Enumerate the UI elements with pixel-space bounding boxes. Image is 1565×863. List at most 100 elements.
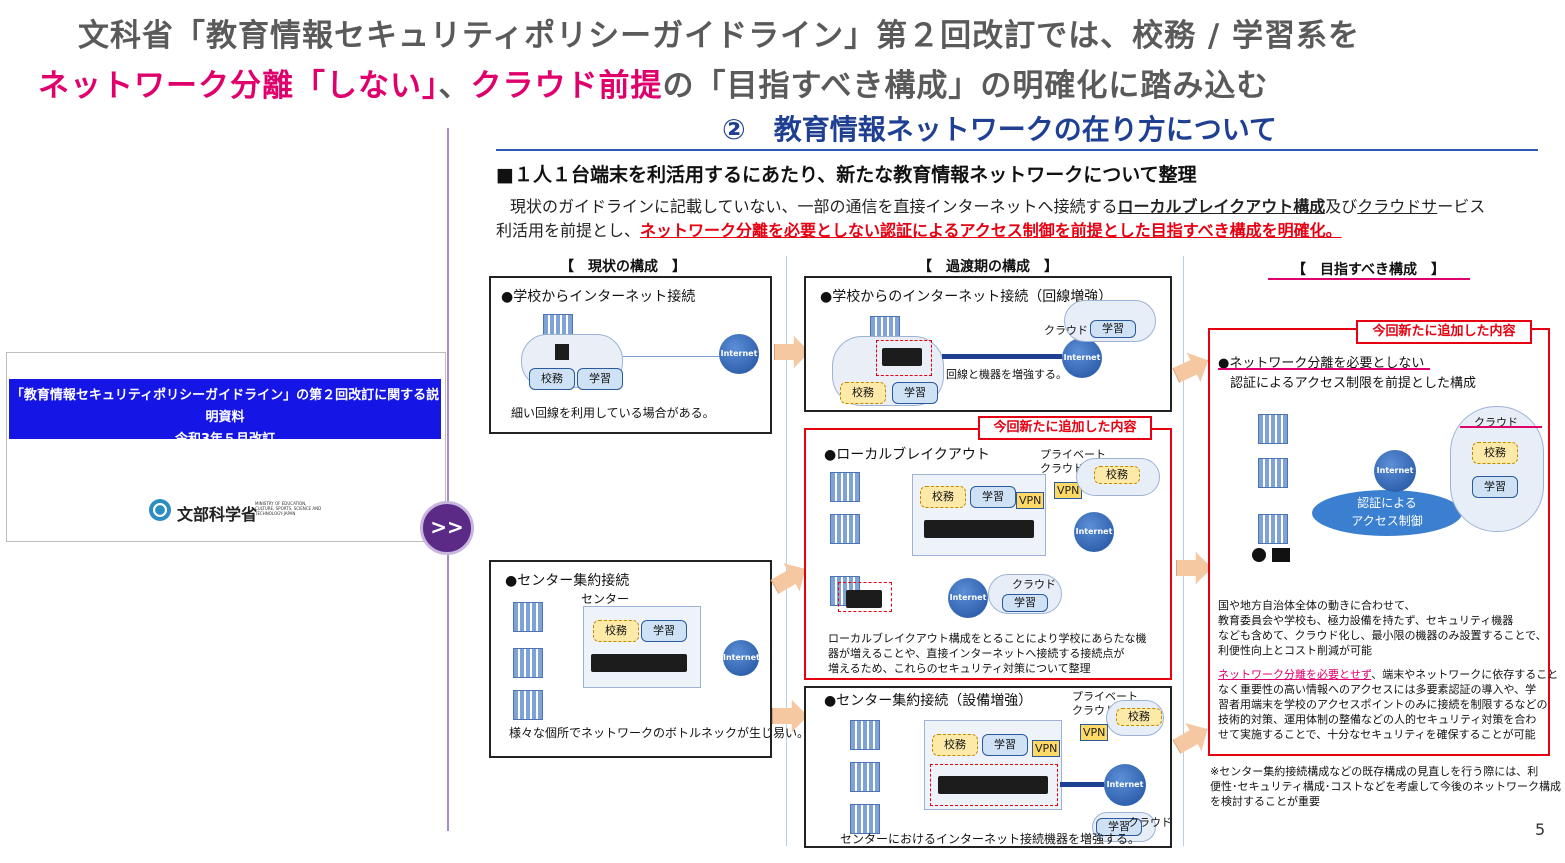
cloud-underline — [1460, 426, 1542, 428]
current-box1-note: 細い回線を利用している場合がある。 — [511, 406, 715, 420]
gakushu-storage: 学習 — [970, 486, 1016, 508]
school-building-icon — [513, 648, 543, 678]
target-title-line1: ●ネットワーク分離を必要としない — [1218, 356, 1425, 371]
page-number: 5 — [1535, 820, 1546, 839]
transition-box3-note: センターにおけるインターネット接続機器を増強する。 — [840, 832, 1141, 846]
center-label: センター — [581, 592, 630, 606]
target-description-line6: なく重要性の高い情報へのアクセスには多要素認証の導入や、学 — [1218, 683, 1537, 696]
ministry-english-name: MINISTRY OF EDUCATION, CULTURE, SPORTS, … — [255, 501, 322, 516]
transition-box1-note: 回線と機器を増強する。 — [946, 368, 1067, 381]
thick-connection-line — [942, 354, 1062, 359]
vpn-label: VPN — [1080, 724, 1109, 741]
thick-connection-line — [1060, 782, 1104, 787]
gakushu-storage: 学習 — [1090, 320, 1136, 338]
breakout-equipment-highlight — [838, 582, 892, 612]
network-equipment-icon — [882, 348, 922, 366]
koumu-storage: 校務 — [1116, 708, 1162, 726]
headline-cloud-first: クラウド前提 — [470, 68, 663, 104]
column-header-transition: 【 過渡期の構成 】 — [918, 259, 1058, 275]
auth-label-line2: アクセス制御 — [1351, 514, 1423, 528]
cover-title-band: 「教育情報セキュリティポリシーガイドライン」の第２回改訂に関する説明資料 令和3… — [9, 379, 441, 447]
gakushu-storage: 学習 — [1096, 818, 1142, 836]
internet-globe-icon: Internet — [1374, 450, 1416, 492]
current-center-box: ●センター集約接続 センター 校務 学習 Internet 様々な個所でネットワ… — [489, 560, 809, 758]
vpn-label: VPN — [1016, 492, 1045, 509]
next-arrow-button[interactable]: >> — [420, 501, 474, 555]
column-header-target: 【 目指すべき構成 】 — [1292, 262, 1446, 278]
headline-no-separation: ネットワーク分離「しない」 — [38, 68, 439, 104]
cover-slide-thumbnail[interactable]: 「教育情報セキュリティポリシーガイドライン」の第２回改訂に関する説明資料 令和3… — [6, 352, 446, 542]
intro-paragraph-line1: 現状のガイドラインに記載していない、一部の通信を直接インターネットへ接続するロー… — [510, 197, 1486, 216]
network-equipment-icon — [938, 776, 1048, 794]
server-icon — [555, 344, 569, 360]
transition-box2-note-line3: 増えるため、これらのセキュリティ対策について整理 — [828, 662, 1091, 675]
gakushu-storage: 学習 — [577, 368, 623, 390]
headline-line1: 文科省「教育情報セキュリティポリシーガイドライン」第２回改訂では、校務 / 学習… — [78, 18, 1361, 54]
koumu-storage: 校務 — [840, 382, 886, 404]
internet-globe-icon: Internet — [1062, 338, 1102, 378]
footnote-line3: を検討することが重要 — [1210, 795, 1320, 808]
school-building-icon — [1258, 458, 1288, 488]
cloud-label: クラウド — [1044, 324, 1088, 337]
column-separator — [786, 256, 787, 846]
target-description-line9: せて実施することで、十分なセキュリティを確保することが可能 — [1218, 728, 1536, 741]
network-equipment-icon — [591, 654, 687, 672]
center-facility-area — [583, 606, 701, 688]
internet-globe-icon: Internet — [948, 578, 988, 618]
koumu-storage: 校務 — [1094, 466, 1140, 484]
transition-box2-title: ●ローカルブレイクアウト — [824, 447, 990, 463]
internet-globe-icon: Internet — [723, 640, 760, 676]
cloud-label: クラウド — [1474, 416, 1518, 429]
transition-local-breakout-box: ●ローカルブレイクアウト 校務 学習 VPN VPN プライベート クラウド 校… — [804, 428, 1172, 680]
upgraded-equipment-highlight — [930, 764, 1058, 806]
internet-globe-icon: Internet — [1104, 764, 1146, 806]
target-header-underline — [1268, 278, 1470, 280]
target-title-line2: 認証によるアクセス制限を前提とした構成 — [1230, 376, 1476, 391]
target-description-line2: 教育委員会や学校も、極力設備を持たず、セキュリティ機器 — [1218, 614, 1514, 627]
school-building-icon — [850, 762, 880, 792]
user-icon — [1252, 548, 1266, 562]
school-building-icon — [850, 720, 880, 750]
school-building-icon — [830, 514, 860, 544]
target-description-line7: 習者用端末を学校のアクセスポイントのみに接続を制限するなどの — [1218, 698, 1548, 711]
target-title-underline — [1218, 368, 1430, 370]
transition-center-upgrade-box: ●センター集約接続（設備増強） 校務 学習 VPN Internet プライベー… — [804, 686, 1172, 848]
footnote-line1: ※センター集約接続構成などの既存構成の見直しを行う際には、利 — [1210, 765, 1539, 778]
gakushu-storage: 学習 — [641, 620, 687, 642]
transition-box2-note-line1: ローカルブレイクアウト構成をとることにより学校にあらたな機 — [828, 632, 1147, 645]
gakushu-storage: 学習 — [982, 734, 1028, 756]
current-box2-title: ●センター集約接続 — [505, 573, 630, 589]
footnote-line2: 便性･セキュリティ構成･コストなどを考慮して今後のネットワーク構成 — [1210, 780, 1562, 793]
cloud-label: クラウド — [1012, 578, 1056, 591]
auth-label-line1: 認証による — [1357, 496, 1417, 510]
target-description-line8: 技術的対策、運用体制の整備などの人的セキュリティ対策を合わ — [1218, 713, 1537, 726]
school-building-icon — [850, 804, 880, 834]
transition-box2-note-line2: 器が増えることや、直接インターネットへ接続する接続点が — [828, 647, 1125, 660]
column-header-current: 【 現状の構成 】 — [560, 259, 686, 275]
school-building-icon — [1258, 414, 1288, 444]
school-building-icon — [1258, 514, 1288, 544]
koumu-storage: 校務 — [920, 486, 966, 508]
section-title: ② 教育情報ネットワークの在り方について — [722, 113, 1277, 146]
private-cloud-label: クラウド — [1040, 462, 1084, 475]
column-separator — [1183, 256, 1184, 846]
cover-title: 「教育情報セキュリティポリシーガイドライン」の第２回改訂に関する説明資料 — [10, 388, 440, 425]
laptop-icon — [1272, 548, 1290, 562]
school-building-icon — [830, 472, 860, 502]
transition-box1-title: ●学校からのインターネット接続（回線増強） — [820, 289, 1113, 305]
connection-line — [623, 356, 721, 357]
koumu-storage: 校務 — [593, 620, 639, 642]
auth-access-control-zone: 認証による アクセス制御 — [1312, 490, 1462, 536]
private-cloud-label: クラウド — [1072, 704, 1116, 717]
target-description-line1: 国や地方自治体全体の動きに合わせて、 — [1218, 599, 1416, 612]
target-description-line3: なども含めて、クラウド化し、最小限の機器のみ設置することで、 — [1218, 629, 1547, 642]
gakushu-storage: 学習 — [1002, 594, 1048, 612]
ministry-name: 文部科学省 — [177, 505, 258, 524]
vpn-label: VPN — [1054, 482, 1083, 499]
current-box1-title: ●学校からインターネット接続 — [501, 289, 696, 305]
current-box2-note: 様々な個所でネットワークのボトルネックが生じ易い。 — [509, 726, 810, 740]
vpn-label: VPN — [1032, 740, 1061, 757]
network-equipment-icon — [924, 520, 1034, 538]
upgraded-equipment-highlight — [876, 340, 932, 376]
new-content-tag: 今回新たに追加した内容 — [1356, 320, 1532, 344]
